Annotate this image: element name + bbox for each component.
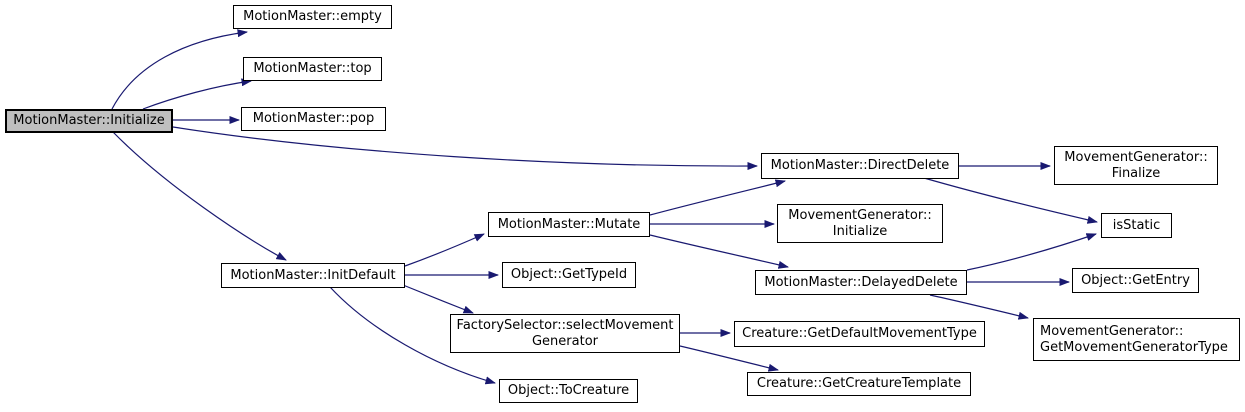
node-empty[interactable]: MotionMaster::empty (233, 5, 392, 29)
node-label: MovementGenerator:: (1040, 323, 1184, 339)
node-top[interactable]: MotionMaster::top (243, 57, 382, 81)
node-mginitialize[interactable]: MovementGenerator::Initialize (777, 204, 943, 243)
node-label: isStatic (1112, 217, 1161, 233)
node-isstatic[interactable]: isStatic (1101, 213, 1172, 238)
edge-initialize-to-empty (111, 29, 248, 110)
node-label: MotionMaster::DirectDelete (770, 158, 950, 173)
edge-mutate-to-directdelete (649, 179, 786, 216)
node-label: MotionMaster::Initialize (13, 113, 165, 128)
node-label: MotionMaster::top (253, 61, 372, 76)
node-label: MotionMaster::pop (252, 111, 375, 126)
node-label: MotionMaster::empty (243, 9, 382, 24)
edge-delayeddelete-to-getmovgentype (929, 294, 1029, 320)
edge-mutate-to-delayeddelete (649, 234, 789, 269)
node-delayeddelete[interactable]: MotionMaster::DelayedDelete (755, 270, 967, 295)
node-label: MotionMaster::DelayedDelete (764, 274, 958, 290)
edge-directdelete-to-isstatic (923, 177, 1098, 224)
node-initialize: MotionMaster::Initialize (5, 109, 173, 133)
node-label: Object::GetTypeId (510, 267, 628, 282)
edge-delayeddelete-to-isstatic (966, 233, 1097, 271)
node-label: MovementGenerator:: (1064, 149, 1208, 165)
edge-factory-to-getcreaturetemplate (679, 345, 779, 372)
node-label: Creature::GetCreatureTemplate (756, 376, 962, 391)
node-tocreature[interactable]: Object::ToCreature (499, 379, 638, 403)
node-gettypeid[interactable]: Object::GetTypeId (502, 262, 636, 288)
edge-initdefault-to-mutate (404, 233, 485, 267)
node-label: FactorySelector::selectMovement (456, 317, 674, 333)
node-label: GetMovementGeneratorType (1040, 339, 1228, 355)
node-label: Object::GetEntry (1081, 272, 1190, 288)
node-label: Creature::GetDefaultMovementType (742, 326, 977, 341)
node-directdelete[interactable]: MotionMaster::DirectDelete (761, 153, 959, 179)
node-label: Object::ToCreature (507, 383, 630, 398)
node-label: Finalize (1111, 165, 1161, 181)
node-getmovgentype[interactable]: MovementGenerator::GetMovementGeneratorT… (1033, 318, 1240, 361)
node-label: MotionMaster::Mutate (497, 216, 641, 232)
node-label: Generator (531, 333, 598, 349)
node-pop[interactable]: MotionMaster::pop (241, 107, 386, 131)
edge-initialize-to-directdelete (172, 126, 758, 171)
node-mgfinalize[interactable]: MovementGenerator::Finalize (1054, 146, 1218, 185)
node-getentry[interactable]: Object::GetEntry (1072, 268, 1199, 293)
edge-initdefault-to-factory (402, 284, 474, 314)
node-label: Initialize (832, 223, 888, 239)
node-getcreaturetemplate[interactable]: Creature::GetCreatureTemplate (747, 372, 971, 396)
node-label: MotionMaster::InitDefault (230, 267, 396, 283)
node-label: MovementGenerator:: (788, 207, 932, 223)
node-mutate[interactable]: MotionMaster::Mutate (488, 212, 650, 237)
edge-initialize-to-top (142, 78, 252, 110)
edge-initdefault-to-tocreature (329, 286, 496, 385)
node-initdefault[interactable]: MotionMaster::InitDefault (221, 263, 405, 288)
edge-initialize-to-initdefault (112, 131, 287, 261)
node-getdefaultmovementtype[interactable]: Creature::GetDefaultMovementType (734, 321, 985, 347)
